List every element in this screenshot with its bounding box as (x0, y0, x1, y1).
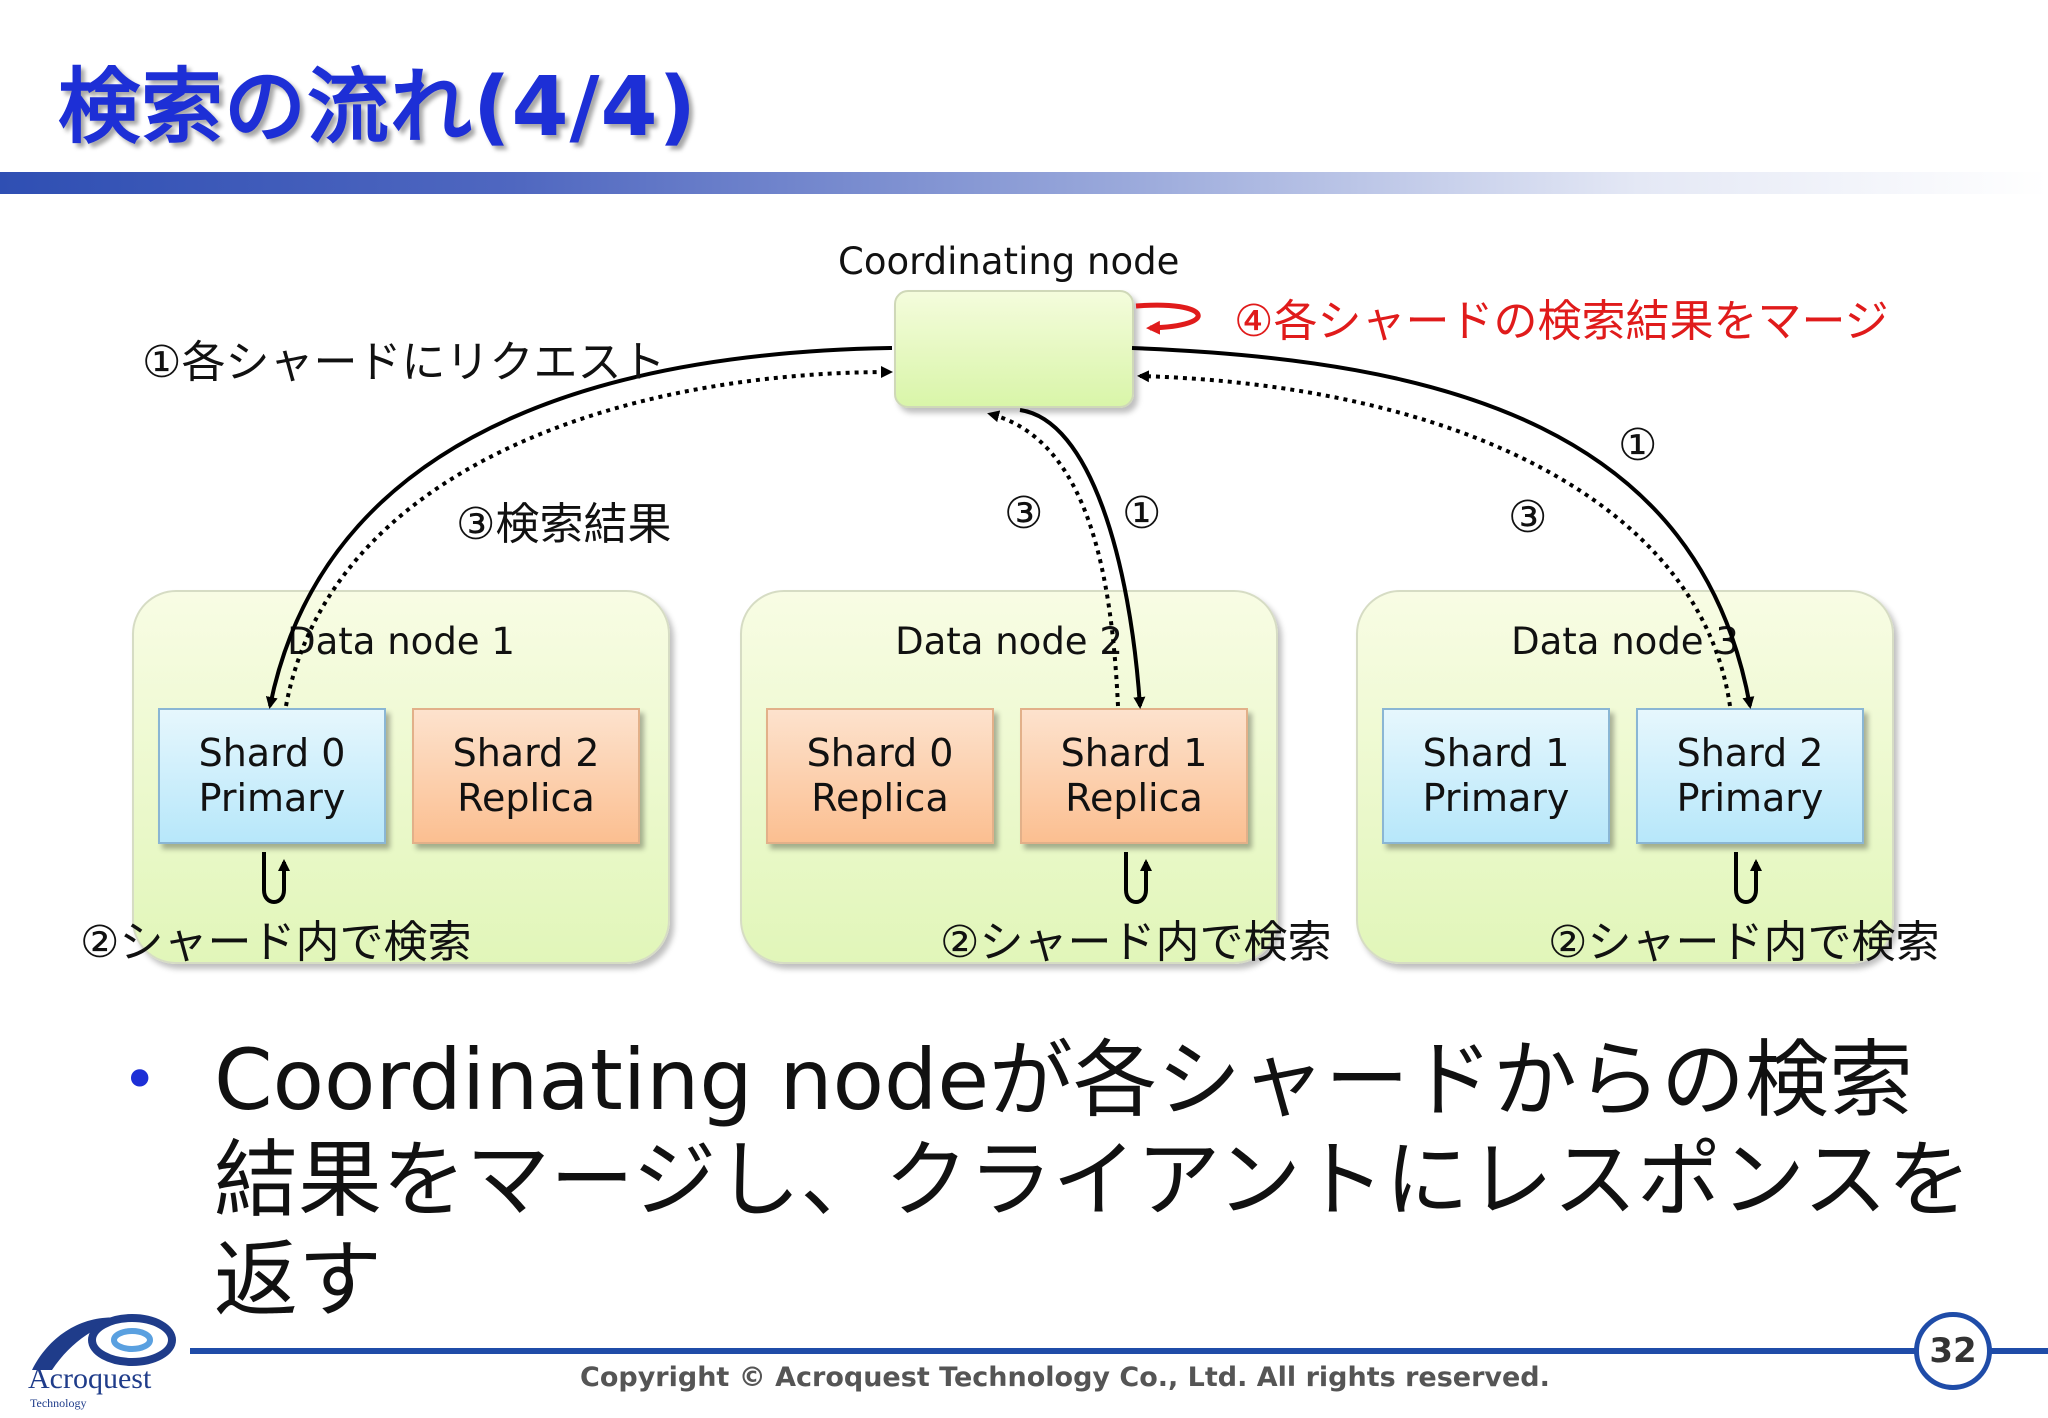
logo-subtitle: Technology (30, 1396, 87, 1410)
merge-label: ④各シャードの検索結果をマージ (1234, 296, 1889, 347)
bullet-text: Coordinating nodeが各シャードからの検索結果をマージし、クライア… (214, 1031, 1972, 1329)
result-label: ③検索結果 (456, 499, 672, 550)
shard-name: Shard 0 (198, 731, 346, 775)
shard-box-primary: Shard 2 Primary (1636, 708, 1864, 844)
acroquest-logo (32, 1314, 176, 1370)
page-number: 32 (1914, 1312, 1992, 1390)
shard-role: Replica (811, 776, 949, 820)
data-node-label: Data node 1 (287, 620, 515, 663)
data-node-label: Data node 2 (895, 620, 1123, 663)
shard-box-primary: Shard 1 Primary (1382, 708, 1610, 844)
coordinating-node-label: Coordinating node (838, 240, 1180, 283)
page-title: 検索の流れ(4/4) (58, 60, 698, 155)
shard-box-replica: Shard 0 Replica (766, 708, 994, 844)
copyright-text: Copyright © Acroquest Technology Co., Lt… (580, 1362, 1550, 1393)
footer-divider (190, 1348, 1920, 1354)
merge-loop-arrow (1135, 302, 1201, 335)
shard-box-primary: Shard 0 Primary (158, 708, 386, 844)
shard-box-replica: Shard 2 Replica (412, 708, 640, 844)
logo-name: Acroquest (28, 1362, 152, 1395)
coordinating-node-box (894, 290, 1134, 408)
step-1-label: ① (1618, 420, 1658, 471)
search-in-shard-label: ②シャード内で検索 (940, 917, 1332, 968)
shard-role: Replica (1065, 776, 1203, 820)
shard-name: Shard 2 (452, 731, 600, 775)
footer-divider-end (1982, 1348, 2048, 1354)
shard-name: Shard 0 (806, 731, 954, 775)
shard-role: Primary (1422, 776, 1570, 820)
shard-role: Replica (457, 776, 595, 820)
bullet-marker: • (122, 1045, 158, 1115)
shard-role: Primary (198, 776, 346, 820)
data-node-label: Data node 3 (1511, 620, 1739, 663)
title-underline-bar (0, 172, 2048, 194)
step-1-label: ① (1122, 488, 1162, 539)
step-3-label: ③ (1004, 488, 1044, 539)
shard-name: Shard 1 (1060, 731, 1208, 775)
request-label: ①各シャードにリクエスト (142, 337, 666, 388)
search-in-shard-label: ②シャード内で検索 (1548, 917, 1940, 968)
search-in-shard-label: ②シャード内で検索 (80, 917, 472, 968)
shard-role: Primary (1676, 776, 1824, 820)
shard-box-replica: Shard 1 Replica (1020, 708, 1248, 844)
step-3-label: ③ (1508, 492, 1548, 543)
shard-name: Shard 1 (1422, 731, 1570, 775)
shard-name: Shard 2 (1676, 731, 1824, 775)
